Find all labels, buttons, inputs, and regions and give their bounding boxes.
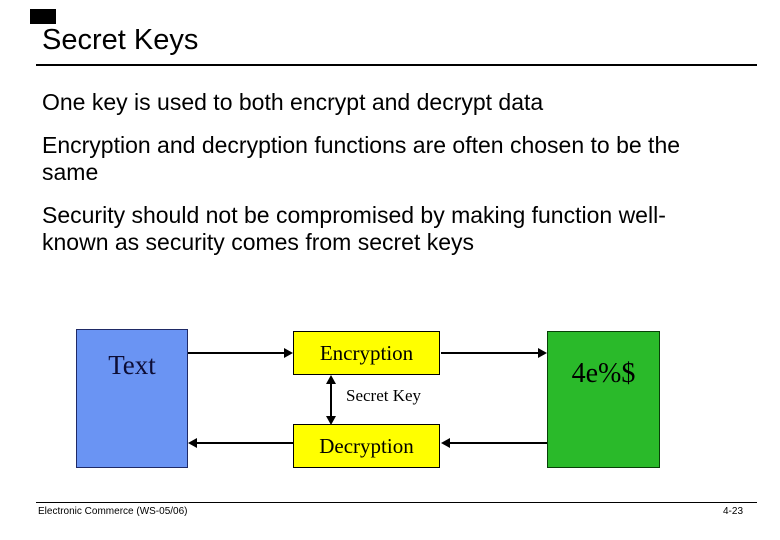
encryption-box: Encryption — [293, 331, 440, 375]
title-rule — [36, 64, 757, 66]
body-line: Encryption and decryption functions are … — [42, 132, 681, 158]
footer-rule — [36, 502, 757, 503]
plaintext-box: Text — [76, 329, 188, 468]
arrowhead-right-icon — [284, 348, 293, 358]
arrowhead-left-icon — [441, 438, 450, 448]
encryption-box-label: Encryption — [319, 341, 414, 365]
corner-marker — [30, 9, 56, 24]
body-paragraph: Encryption and decryption functions are … — [42, 132, 762, 186]
arrowhead-up-icon — [326, 375, 336, 384]
footer-course-label: Electronic Commerce (WS-05/06) — [38, 506, 188, 517]
body-line: same — [42, 159, 99, 185]
body-paragraph: Security should not be compromised by ma… — [42, 202, 762, 256]
body-line: known as security comes from secret keys — [42, 229, 475, 255]
secret-key-label: Secret Key — [346, 386, 422, 405]
arrowhead-left-icon — [188, 438, 197, 448]
footer-page-number: 4-23 — [722, 506, 743, 517]
arrow-line — [441, 352, 538, 354]
arrow-line — [330, 382, 332, 417]
arrowhead-right-icon — [538, 348, 547, 358]
page-title: Secret Keys — [42, 24, 199, 56]
body-paragraph: One key is used to both encrypt and decr… — [42, 89, 762, 116]
body-line: Security should not be compromised by ma… — [42, 202, 666, 228]
decryption-box-label: Decryption — [319, 434, 414, 458]
ciphertext-box-label: 4e%$ — [571, 358, 636, 389]
decryption-box: Decryption — [293, 424, 440, 468]
arrow-line — [188, 352, 285, 354]
arrowhead-down-icon — [326, 416, 336, 425]
ciphertext-box: 4e%$ — [547, 331, 660, 468]
slide-body: One key is used to both encrypt and decr… — [42, 89, 762, 272]
body-line: One key is used to both encrypt and decr… — [42, 89, 544, 115]
plaintext-box-label: Text — [108, 350, 156, 380]
arrow-line — [450, 442, 547, 444]
arrow-line — [197, 442, 293, 444]
